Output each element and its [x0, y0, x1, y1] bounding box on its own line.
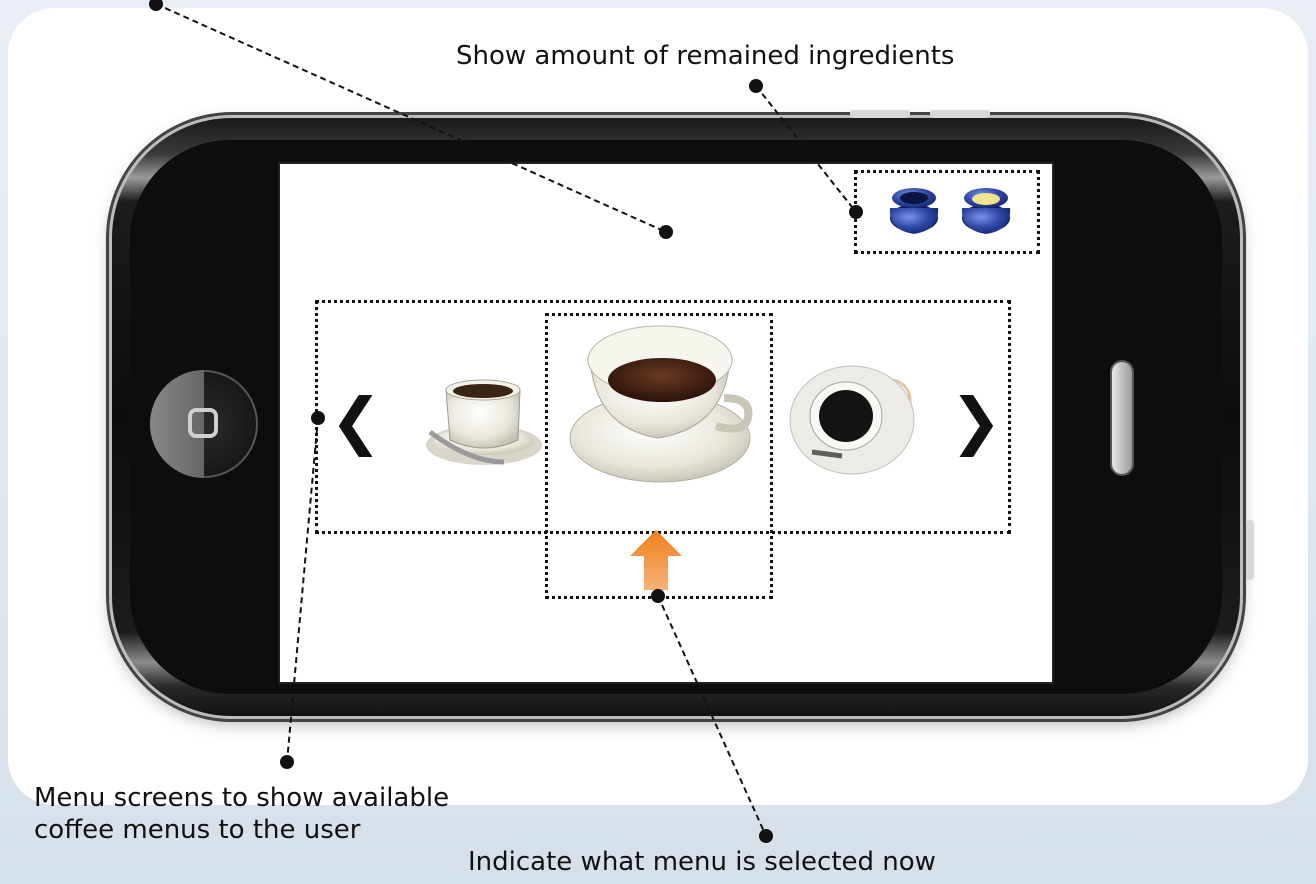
- ingredients-region: [854, 170, 1040, 254]
- home-button-highlight: [150, 370, 204, 478]
- side-switch: [1246, 520, 1254, 580]
- volume-button-top-2: [930, 110, 990, 118]
- selected-indicator-annotation: Indicate what menu is selected now: [468, 847, 936, 877]
- menu-screens-annotation-line1: Menu screens to show available: [34, 783, 450, 813]
- volume-button-top: [850, 110, 910, 118]
- ingredients-annotation: Show amount of remained ingredients: [456, 41, 955, 71]
- home-button[interactable]: [150, 370, 258, 478]
- prev-menu-button[interactable]: ❮: [330, 384, 382, 457]
- selected-menu-region: [545, 313, 773, 599]
- next-menu-button[interactable]: ❯: [950, 384, 1002, 457]
- speaker-grille: [1112, 362, 1132, 474]
- home-square-icon: [188, 408, 218, 438]
- menu-screens-annotation-line2: coffee menus to the user: [34, 815, 361, 845]
